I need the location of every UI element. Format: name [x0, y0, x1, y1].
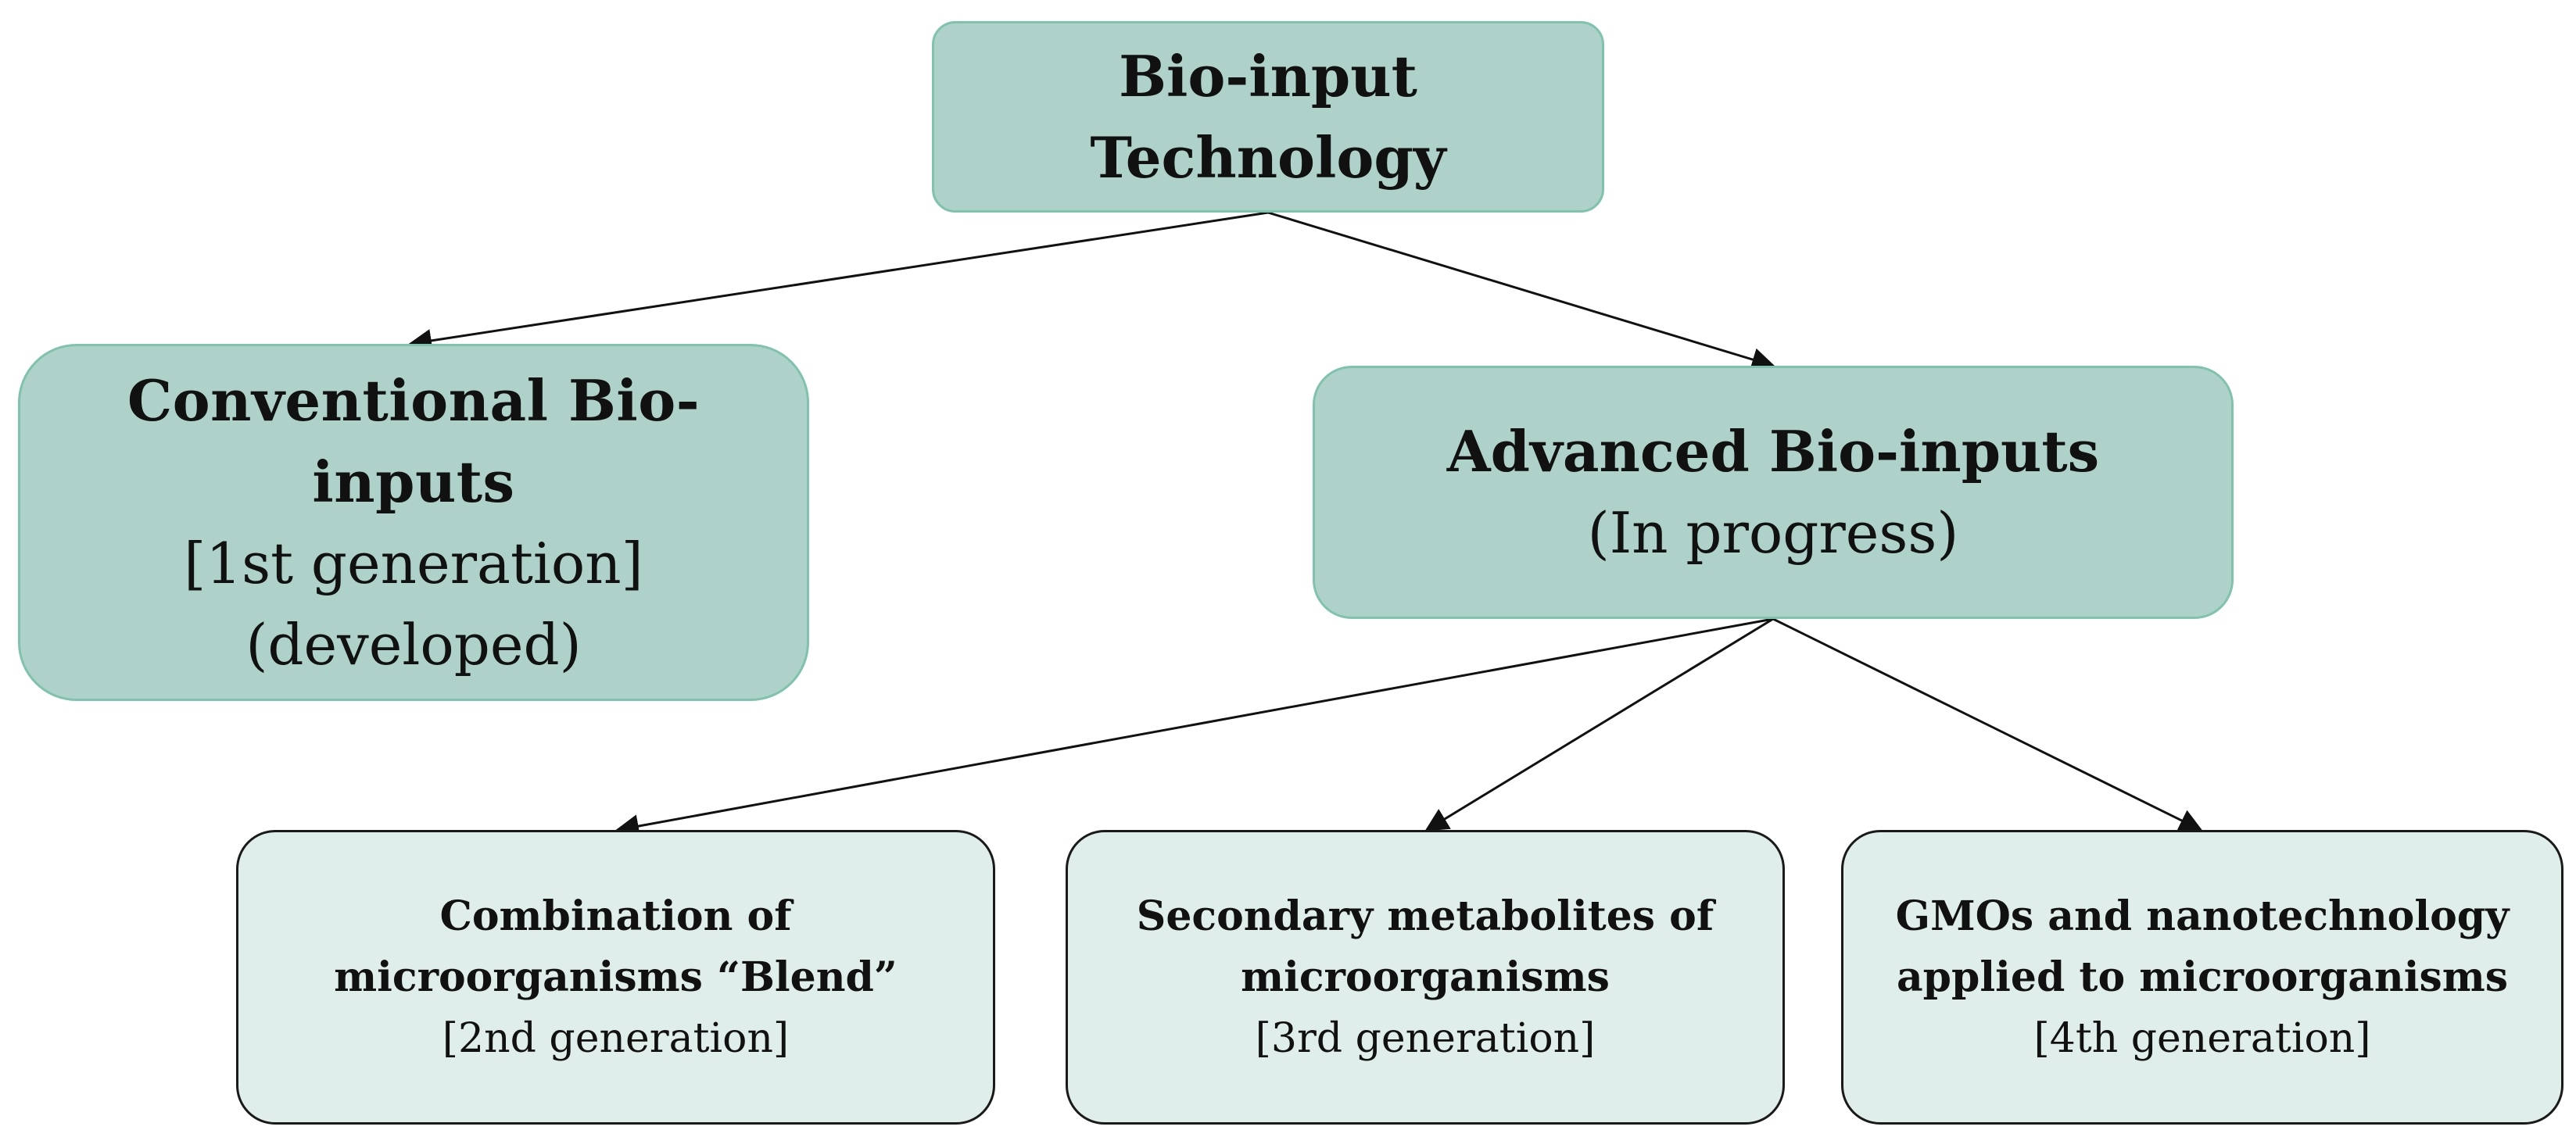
node-gmos-nanotechnology: GMOs and nanotechnology applied to micro… [1841, 830, 2563, 1125]
node-advanced-status: (In progress) [1587, 500, 1959, 566]
arrow-root-to-advanced [1267, 211, 1775, 371]
node-root-line1: Bio-input [1119, 42, 1417, 109]
node-blend-generation: [2nd generation] [442, 1014, 790, 1062]
node-blend-line2: microorganisms “Blend” [334, 953, 897, 1001]
node-metabolites-line2: microorganisms [1241, 953, 1610, 1001]
node-conventional-title-line2: inputs [312, 448, 515, 515]
arrow-advanced-to-gmo [1772, 617, 2203, 831]
node-advanced-bio-inputs: Advanced Bio-inputs (In progress) [1313, 366, 2234, 619]
node-combination-blend: Combination of microorganisms “Blend” [2… [236, 830, 995, 1125]
node-conventional-bio-inputs: Conventional Bio- inputs [1st generation… [18, 344, 809, 701]
node-secondary-metabolites: Secondary metabolites of microorganisms … [1066, 830, 1785, 1125]
node-gmo-line1: GMOs and nanotechnology [1895, 892, 2510, 940]
node-metabolites-line1: Secondary metabolites of [1136, 892, 1714, 940]
node-bio-input-technology: Bio-input Technology [932, 21, 1604, 213]
arrow-advanced-to-metabolites [1424, 617, 1774, 831]
node-gmo-generation: [4th generation] [2033, 1014, 2371, 1062]
node-gmo-line2: applied to microorganisms [1896, 953, 2509, 1001]
arrow-advanced-to-blend [615, 617, 1774, 838]
node-advanced-title: Advanced Bio-inputs [1446, 418, 2100, 485]
node-root-line2: Technology [1090, 123, 1446, 191]
node-metabolites-generation: [3rd generation] [1255, 1014, 1596, 1062]
node-conventional-status: (developed) [245, 611, 582, 678]
arrow-root-to-conventional [408, 211, 1269, 352]
node-blend-line1: Combination of [439, 892, 792, 940]
node-conventional-title-line1: Conventional Bio- [127, 367, 700, 434]
node-conventional-generation: [1st generation] [184, 530, 643, 596]
